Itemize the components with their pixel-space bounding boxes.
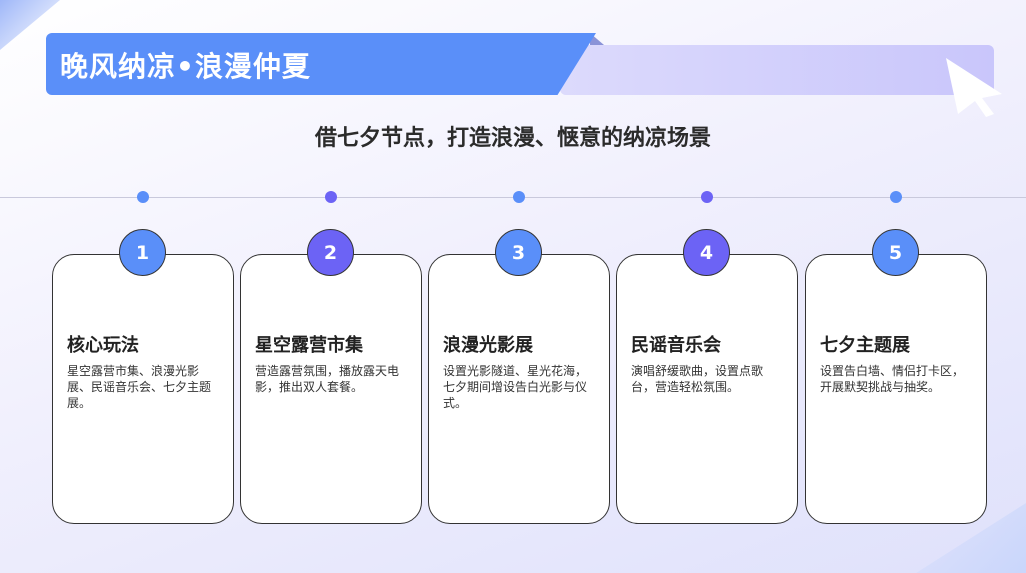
step-card: 核心玩法 星空露营市集、浪漫光影展、民谣音乐会、七夕主题展。 xyxy=(52,254,234,524)
timeline-dot xyxy=(890,191,902,203)
step-description: 星空露营市集、浪漫光影展、民谣音乐会、七夕主题展。 xyxy=(67,364,212,410)
cursor-icon xyxy=(946,58,1002,117)
step-title: 七夕主题展 xyxy=(820,335,910,356)
page-title: 晚风纳凉•浪漫仲夏 xyxy=(60,50,311,83)
step-description: 设置光影隧道、星光花海，七夕期间增设告白光影与仪式。 xyxy=(443,364,588,410)
step-card: 七夕主题展 设置告白墙、情侣打卡区，开展默契挑战与抽奖。 xyxy=(805,254,987,524)
step-number-badge: 1 xyxy=(119,229,166,276)
step-number-badge: 3 xyxy=(495,229,542,276)
step-card: 民谣音乐会 演唱舒缓歌曲，设置点歌台，营造轻松氛围。 xyxy=(616,254,798,524)
step-description: 演唱舒缓歌曲，设置点歌台，营造轻松氛围。 xyxy=(631,364,764,394)
timeline-dot xyxy=(701,191,713,203)
step-card: 浪漫光影展 设置光影隧道、星光花海，七夕期间增设告白光影与仪式。 xyxy=(428,254,610,524)
timeline-dot xyxy=(137,191,149,203)
step-number-badge: 4 xyxy=(683,229,730,276)
timeline-dot xyxy=(325,191,337,203)
step-title: 浪漫光影展 xyxy=(443,335,533,356)
banner-background xyxy=(560,45,994,95)
step-card: 星空露营市集 营造露营氛围，播放露天电影，推出双人套餐。 xyxy=(240,254,422,524)
step-description: 营造露营氛围，播放露天电影，推出双人套餐。 xyxy=(255,364,400,394)
step-number-badge: 5 xyxy=(872,229,919,276)
timeline-dot xyxy=(513,191,525,203)
step-title: 星空露营市集 xyxy=(255,335,363,356)
step-description: 设置告白墙、情侣打卡区，开展默契挑战与抽奖。 xyxy=(820,364,965,394)
step-title: 核心玩法 xyxy=(67,335,139,356)
title-banner xyxy=(46,33,596,95)
step-title: 民谣音乐会 xyxy=(631,335,721,356)
page-subtitle: 借七夕节点，打造浪漫、惬意的纳凉场景 xyxy=(314,126,711,151)
step-number-badge: 2 xyxy=(307,229,354,276)
